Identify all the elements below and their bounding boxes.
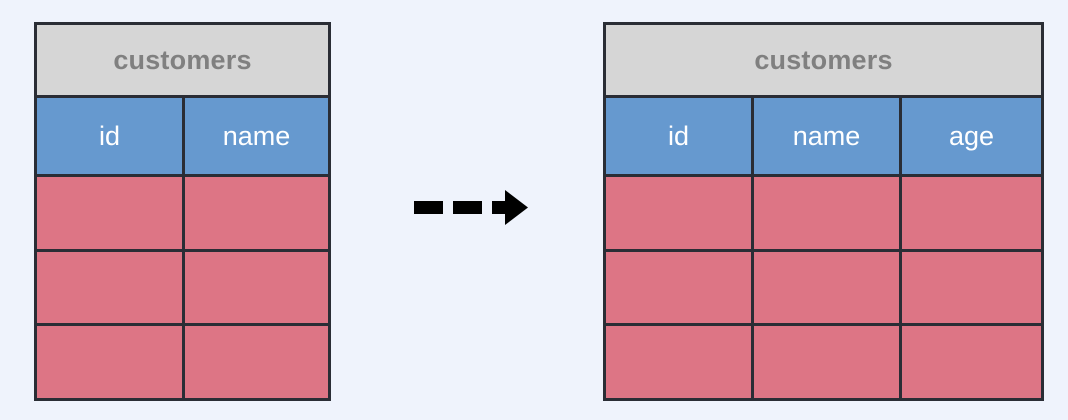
- table-cell-id: [606, 326, 754, 399]
- column-header-row-before: id name: [37, 98, 328, 177]
- table-row: [37, 326, 328, 399]
- table-cell-name: [185, 251, 328, 324]
- table-row: [606, 326, 1041, 399]
- column-header-id[interactable]: id: [606, 98, 754, 174]
- table-cell-name: [754, 251, 902, 324]
- table-cell-name: [185, 326, 328, 399]
- table-body-after: [606, 177, 1041, 399]
- table-cell-id: [606, 177, 754, 249]
- table-cell-name: [185, 177, 328, 249]
- table-title-before: customers: [37, 25, 328, 98]
- table-cell-id: [37, 251, 185, 324]
- table-row: [606, 251, 1041, 327]
- table-cell-name: [754, 177, 902, 249]
- table-cell-age: [902, 326, 1041, 399]
- table-row: [37, 177, 328, 252]
- column-header-name[interactable]: name: [185, 98, 328, 174]
- migration-arrow: [410, 186, 530, 230]
- table-cell-id: [37, 326, 185, 399]
- table-body-before: [37, 177, 328, 399]
- table-cell-age: [902, 177, 1041, 249]
- column-header-age[interactable]: age: [902, 98, 1041, 174]
- table-cell-age: [902, 251, 1041, 324]
- table-entity-after[interactable]: customers id name age: [603, 22, 1044, 401]
- dashed-arrow-right-icon: [414, 190, 528, 225]
- table-cell-id: [606, 251, 754, 324]
- column-header-name[interactable]: name: [754, 98, 902, 174]
- table-cell-id: [37, 177, 185, 249]
- table-row: [37, 251, 328, 327]
- table-row: [606, 177, 1041, 252]
- table-cell-name: [754, 326, 902, 399]
- column-header-id[interactable]: id: [37, 98, 185, 174]
- table-entity-before[interactable]: customers id name: [34, 22, 331, 401]
- table-title-after: customers: [606, 25, 1041, 98]
- column-header-row-after: id name age: [606, 98, 1041, 177]
